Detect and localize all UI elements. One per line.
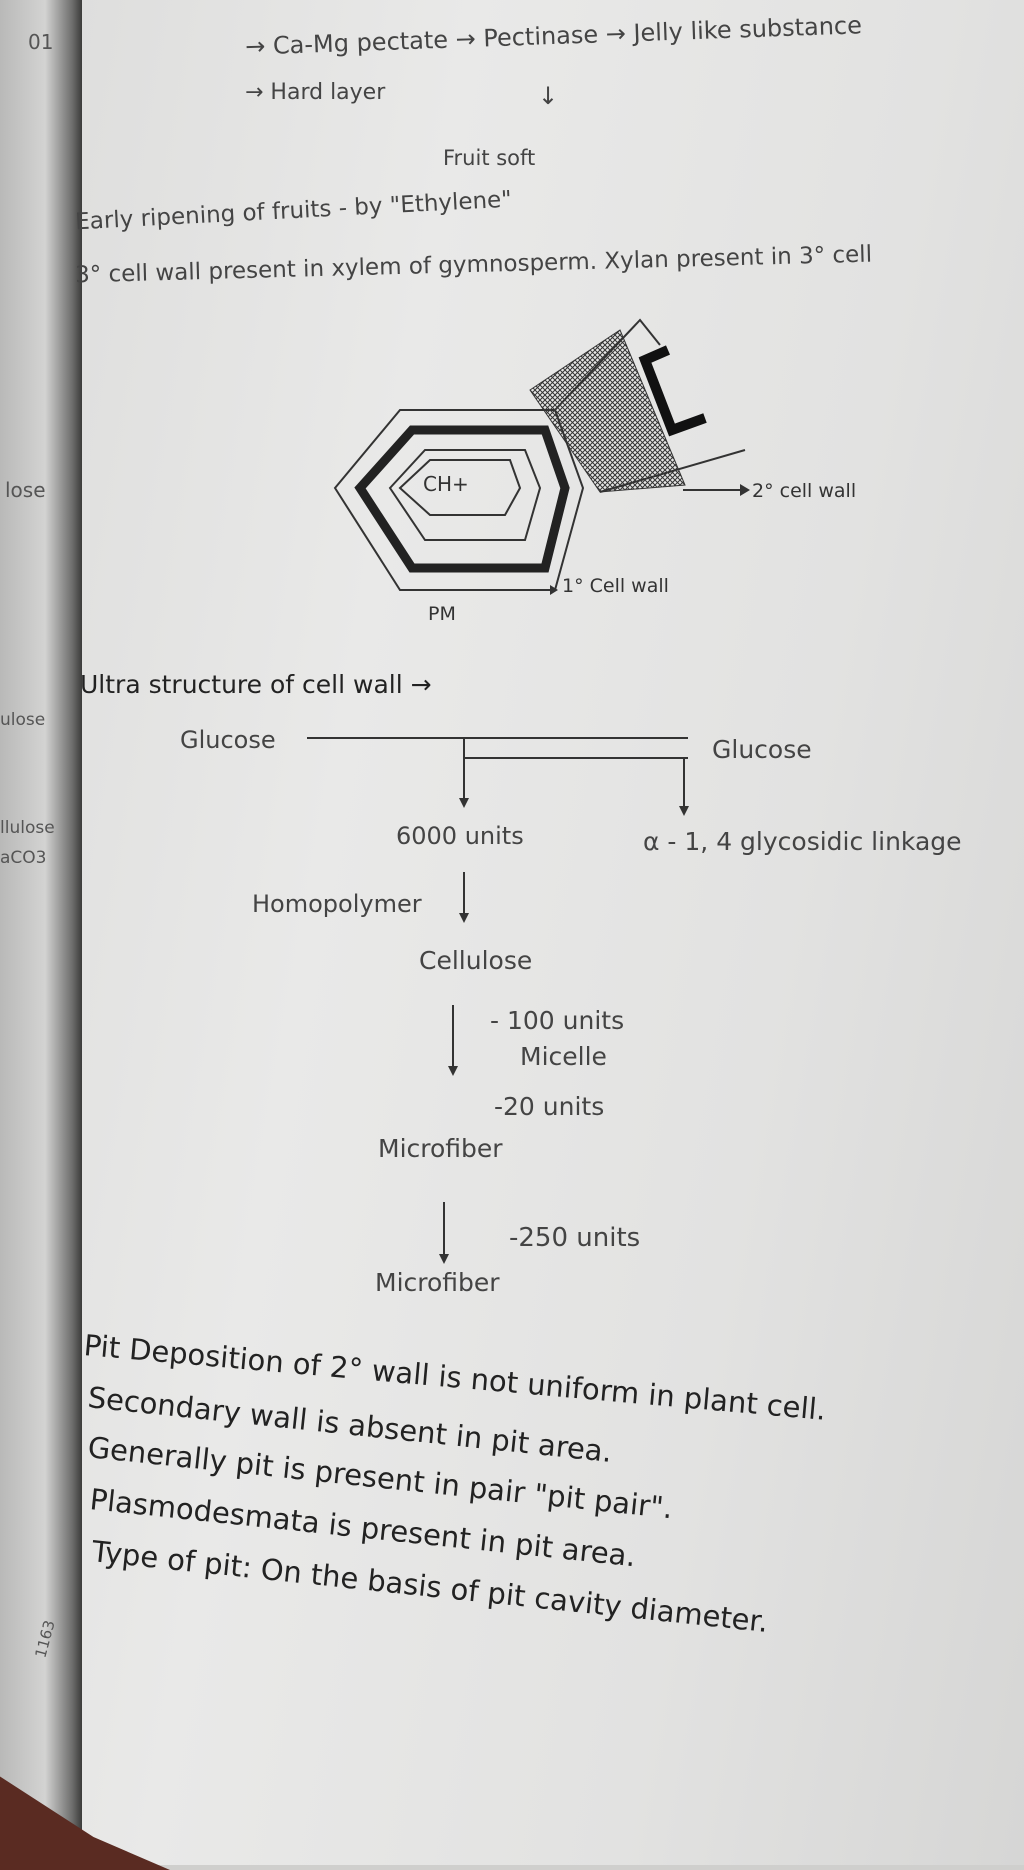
pm-label: PM [428,603,456,625]
margin-fragment: ulose [0,710,46,730]
margin-fragment: llulose [0,818,55,838]
page-binding [0,0,82,1865]
section-heading: Ultra structure of cell wall → [80,670,432,699]
hard-layer-line: → Hard layer [245,80,386,105]
homopolymer-label: Homopolymer [252,890,422,918]
secondary-wall-label: 2° cell wall [752,480,857,502]
units-20: -20 units [494,1092,605,1121]
bracket-shape [638,345,707,437]
outer-hexagon [333,409,585,591]
microfiber-label-2: Microfiber [375,1268,500,1297]
units-250: -250 units [509,1223,641,1253]
margin-fragment: aCO3 [0,848,47,868]
fruit-soft: Fruit soft [443,146,536,170]
glucose-left: Glucose [180,726,276,754]
margin-fragment: lose [5,478,46,502]
micelle-label: Micelle [520,1042,607,1071]
primary-wall-label: 1° Cell wall [562,575,669,597]
ch-label: CH+ [423,472,469,496]
units-6000: 6000 units [396,822,524,850]
units-100: - 100 units [490,1006,625,1035]
cell-hexagon [398,459,522,516]
margin-fragment: 01 [28,30,54,54]
glucose-right: Glucose [712,735,812,764]
microfiber-label: Microfiber [378,1134,503,1163]
cellulose-label: Cellulose [419,946,533,975]
down-arrow: ↓ [538,82,559,110]
inner-hexagon [388,449,542,541]
secondary-wall-hexagon [354,425,570,573]
linkage-label: α - 1, 4 glycosidic linkage [643,827,962,856]
wall-outline [554,318,746,493]
hatched-region [529,329,686,493]
